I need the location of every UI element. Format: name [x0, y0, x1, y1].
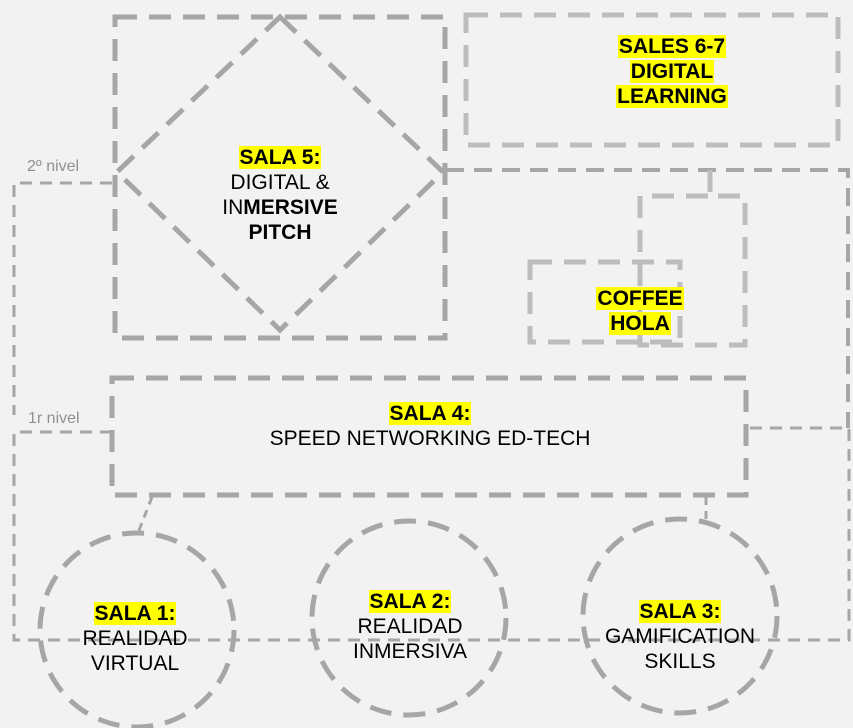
- coffee-outer-outline: [637, 170, 748, 348]
- sala3-circle: [580, 516, 780, 716]
- sala4-label: SALA 4: SPEED NETWORKING ED-TECH: [180, 401, 680, 451]
- sala3-line1: GAMIFICATION: [604, 625, 756, 648]
- sales67-line3: LEARNING: [616, 85, 728, 108]
- sala4-title: SALA 4:: [388, 402, 472, 425]
- sales67-label: SALES 6-7 DIGITAL LEARNING: [572, 34, 772, 109]
- sala3-title: SALA 3:: [638, 600, 722, 623]
- sala4-box: [109, 375, 749, 498]
- sala5-label: SALA 5: DIGITAL & INMERSIVE PITCH: [180, 145, 380, 245]
- second-level-outline: [12, 181, 112, 415]
- sala2-title: SALA 2:: [368, 590, 452, 613]
- sala5-line2-bold: MERSIVE: [243, 196, 338, 219]
- coffee-line1: COFFEE: [596, 287, 684, 310]
- sales67-line2: DIGITAL: [629, 60, 715, 83]
- coffee-label: COFFEE HOLA: [560, 286, 720, 336]
- sala4-subtitle: SPEED NETWORKING ED-TECH: [269, 427, 591, 450]
- sala3-label: SALA 3: GAMIFICATION SKILLS: [595, 599, 765, 674]
- coffee-line2: HOLA: [609, 312, 671, 335]
- sala2-line1: REALIDAD: [357, 615, 463, 638]
- sales67-box: [463, 12, 841, 148]
- sala5-line1: DIGITAL &: [230, 171, 330, 194]
- sala1-circle: [37, 530, 237, 728]
- sala5-line2-pre: IN: [222, 196, 244, 219]
- connector-sala1: [136, 496, 154, 534]
- sala2-circle: [309, 518, 509, 718]
- sala1-line2: VIRTUAL: [90, 652, 180, 675]
- sala3-line2: SKILLS: [644, 650, 716, 673]
- sala2-label: SALA 2: REALIDAD INMERSIVA: [330, 589, 490, 664]
- first-level-outline: [12, 426, 851, 642]
- sala1-label: SALA 1: REALIDAD VIRTUAL: [55, 601, 215, 676]
- upper-right-area: [446, 168, 850, 428]
- sala5-diamond: [113, 13, 447, 334]
- first-level-label: 1r nivel: [28, 410, 80, 427]
- sala1-title: SALA 1:: [93, 602, 177, 625]
- sala5-title: SALA 5:: [238, 146, 322, 169]
- sala5-box: [112, 14, 448, 341]
- sales67-line1: SALES 6-7: [617, 35, 727, 58]
- second-level-label: 2º nivel: [27, 158, 80, 175]
- sala2-line2: INMERSIVA: [353, 640, 467, 663]
- sala5-line3: PITCH: [248, 221, 312, 244]
- sala1-line1: REALIDAD: [82, 627, 188, 650]
